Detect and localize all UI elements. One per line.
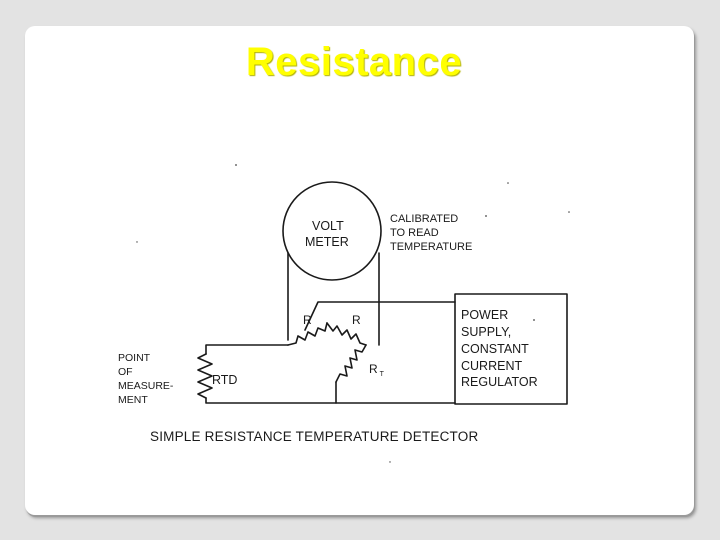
rt-main: R xyxy=(369,362,378,376)
top-wire xyxy=(304,301,456,331)
calibrated-label-2: TO READ xyxy=(390,227,439,239)
speck xyxy=(389,461,391,463)
left-wire xyxy=(205,344,289,355)
rtd-label: RTD xyxy=(212,373,237,387)
speck xyxy=(485,215,487,217)
bottom-wire-right xyxy=(335,381,456,404)
resistor-rt xyxy=(335,344,367,383)
speck xyxy=(507,182,509,184)
point-label-2: OF xyxy=(118,366,133,378)
rtd-resistor xyxy=(197,353,213,399)
point-label-1: POINT xyxy=(118,352,151,364)
resistor-r-left xyxy=(287,322,328,346)
slide-title: Resistance xyxy=(245,40,463,84)
rt-subscript: T xyxy=(380,371,385,378)
power-label-1: POWER xyxy=(461,308,508,322)
speck xyxy=(235,164,237,166)
power-label-5: REGULATOR xyxy=(461,375,538,389)
resistor-r-right xyxy=(326,322,367,346)
point-label-3: MEASURE- xyxy=(118,380,174,392)
slide-card xyxy=(25,26,694,515)
power-label-2: SUPPLY, xyxy=(461,325,511,339)
power-supply-box xyxy=(454,293,568,405)
diagram-caption: SIMPLE RESISTANCE TEMPERATURE DETECTOR xyxy=(150,429,478,444)
power-label-3: CONSTANT xyxy=(461,342,529,356)
meter-label-2: METER xyxy=(305,235,349,249)
r-left-label: R xyxy=(303,313,312,327)
volt-meter-circle xyxy=(282,181,382,281)
speck xyxy=(533,319,535,321)
calibrated-label-3: TEMPERATURE xyxy=(390,241,472,253)
point-label-4: MENT xyxy=(118,394,148,406)
speck xyxy=(568,211,570,213)
scan-speckles xyxy=(136,164,570,463)
calibrated-label-1: CALIBRATED xyxy=(390,213,458,225)
power-label-4: CURRENT xyxy=(461,359,522,373)
bottom-wire-left xyxy=(205,397,337,404)
meter-label-1: VOLT xyxy=(312,219,344,233)
r-right-label: R xyxy=(352,313,361,327)
speck xyxy=(136,241,138,243)
